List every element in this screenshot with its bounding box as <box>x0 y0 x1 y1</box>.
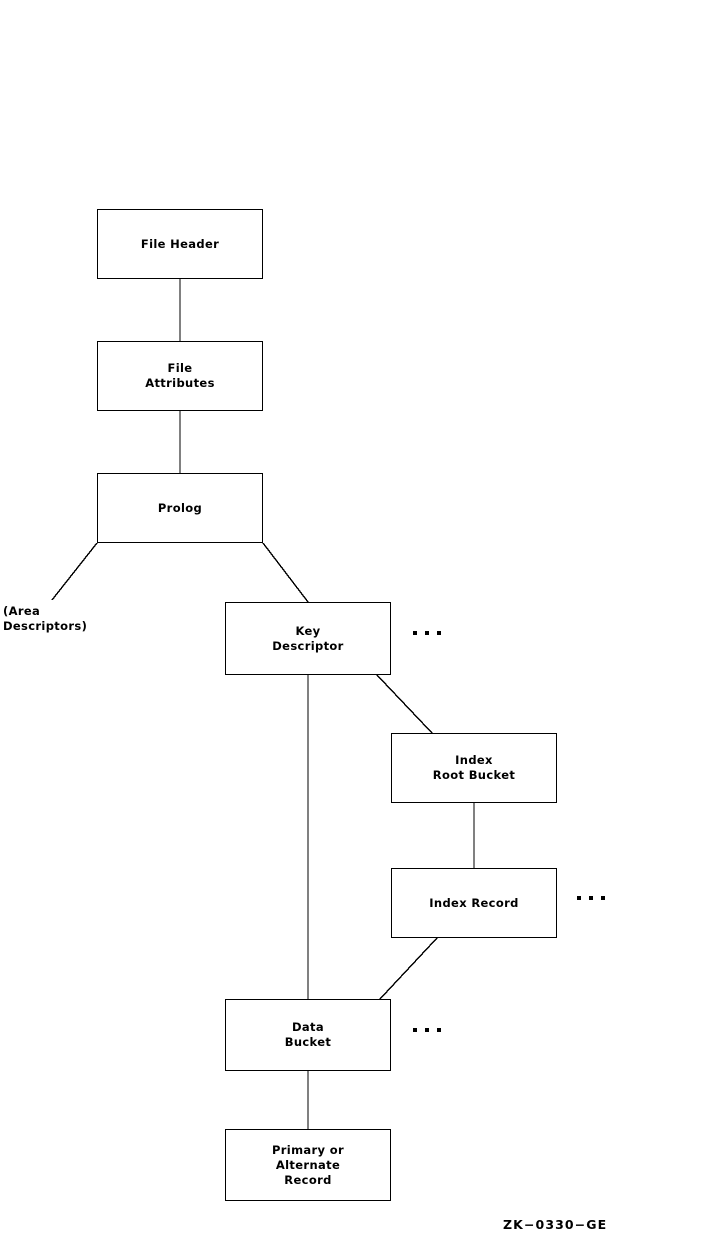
ellipsis-dot <box>589 896 593 900</box>
node-label-primary-alternate-record: Primary or Alternate Record <box>271 1142 345 1187</box>
node-label-prolog: Prolog <box>157 500 203 515</box>
connector-key-descriptor-to-index-root-bucket <box>376 674 433 734</box>
ellipsis-index-record-ellipsis <box>577 896 605 900</box>
ellipsis-dot <box>437 1028 441 1032</box>
connector-prolog-to-key-descriptor <box>262 542 309 603</box>
ellipsis-dot <box>425 1028 429 1032</box>
node-key-descriptor[interactable]: Key Descriptor <box>225 602 391 675</box>
connector-prolog-to-area-descriptors <box>51 542 98 601</box>
node-index-root-bucket[interactable]: Index Root Bucket <box>391 733 557 803</box>
node-file-attributes[interactable]: File Attributes <box>97 341 263 411</box>
node-data-bucket[interactable]: Data Bucket <box>225 999 391 1071</box>
node-prolog[interactable]: Prolog <box>97 473 263 543</box>
connector-index-record-to-data-bucket <box>379 937 438 1000</box>
figure-id-label: ZK−0330−GE <box>503 1217 608 1232</box>
node-label-index-record: Index Record <box>429 895 519 910</box>
node-primary-alternate-record[interactable]: Primary or Alternate Record <box>225 1129 391 1201</box>
ellipsis-dot <box>413 1028 417 1032</box>
node-label-data-bucket: Data Bucket <box>284 1020 332 1049</box>
ellipsis-data-bucket-ellipsis <box>413 1028 441 1032</box>
node-label-file-header: File Header <box>140 236 220 251</box>
ellipsis-key-descriptor-ellipsis <box>413 631 441 635</box>
node-index-record[interactable]: Index Record <box>391 868 557 938</box>
ellipsis-dot <box>425 631 429 635</box>
ellipsis-dot <box>413 631 417 635</box>
ellipsis-dot <box>601 896 605 900</box>
label-area-descriptors: (Area Descriptors) <box>3 604 88 633</box>
node-label-file-attributes: File Attributes <box>145 361 215 390</box>
node-label-key-descriptor: Key Descriptor <box>272 623 344 653</box>
ellipsis-dot <box>577 896 581 900</box>
node-file-header[interactable]: File Header <box>97 209 263 279</box>
ellipsis-dot <box>437 631 441 635</box>
node-label-index-root-bucket: Index Root Bucket <box>432 753 516 782</box>
